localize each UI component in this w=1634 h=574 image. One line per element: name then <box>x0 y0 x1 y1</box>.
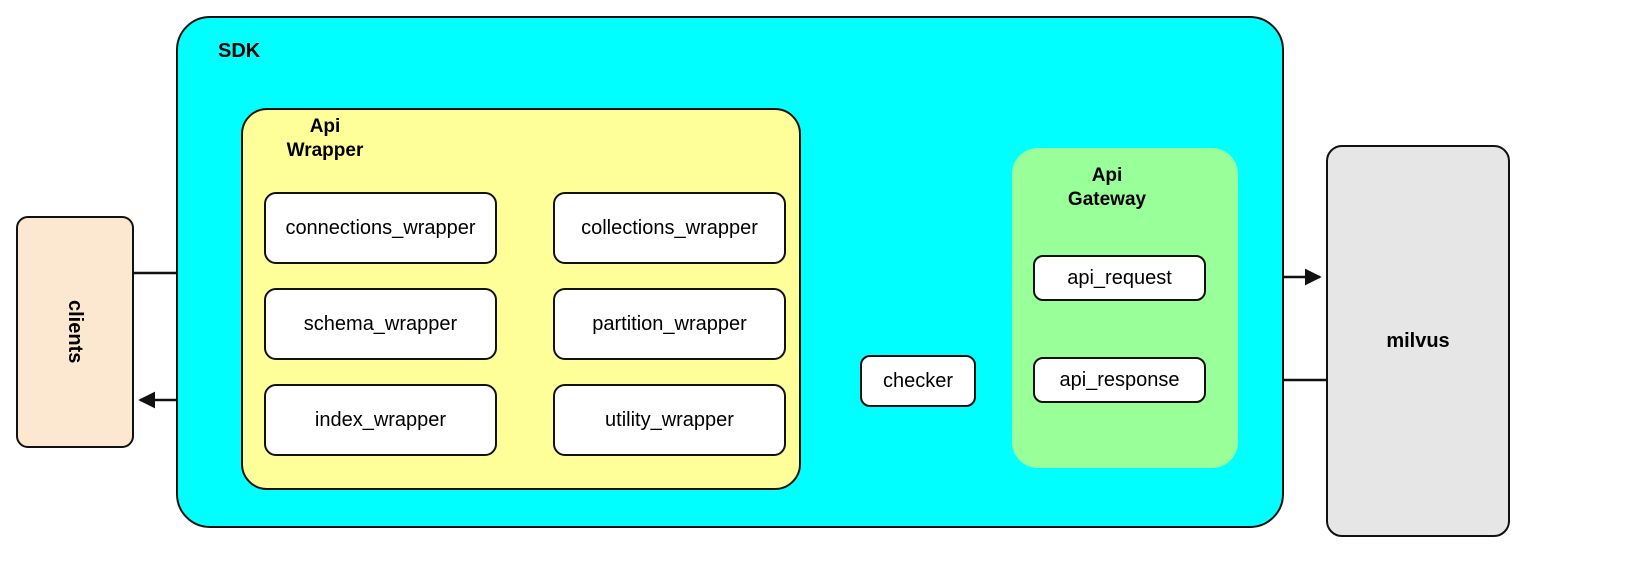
wrapper-box-schema[interactable]: schema_wrapper <box>264 288 497 360</box>
node-checker[interactable]: checker <box>860 355 976 407</box>
node-api-gateway[interactable] <box>1012 148 1238 468</box>
wrapper-box-connections[interactable]: connections_wrapper <box>264 192 497 264</box>
api-wrapper-label-line1: Api <box>309 116 341 137</box>
api-gateway-label-line1: Api <box>1091 165 1123 186</box>
api-gateway-label: Api Gateway <box>1012 164 1202 212</box>
gateway-box-api-response[interactable]: api_response <box>1033 357 1206 403</box>
wrapper-box-collections[interactable]: collections_wrapper <box>553 192 786 264</box>
sdk-label: SDK <box>218 40 261 62</box>
wrapper-box-utility[interactable]: utility_wrapper <box>553 384 786 456</box>
api-wrapper-label-line2: Wrapper <box>286 139 364 161</box>
api-gateway-label-line2: Gateway <box>1067 188 1147 210</box>
gateway-box-api-request[interactable]: api_request <box>1033 255 1206 301</box>
node-milvus[interactable]: milvus <box>1326 145 1510 537</box>
node-clients[interactable]: clients <box>16 216 134 448</box>
wrapper-box-partition[interactable]: partition_wrapper <box>553 288 786 360</box>
wrapper-box-index[interactable]: index_wrapper <box>264 384 497 456</box>
clients-label: clients <box>64 300 86 364</box>
api-wrapper-label: Api Wrapper <box>252 115 398 163</box>
